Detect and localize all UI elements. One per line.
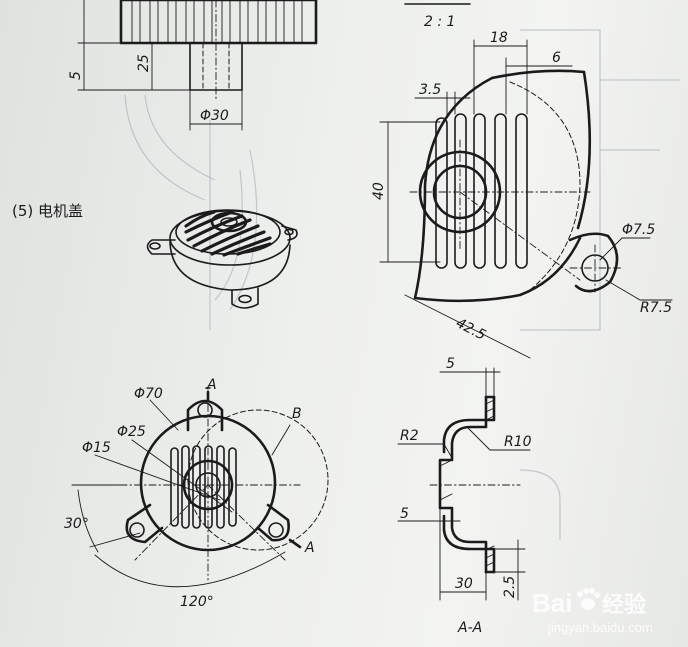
watermark-brand: Bai xyxy=(532,588,572,618)
dim-phi70: Φ70 xyxy=(134,386,163,402)
dim-120-degree: 120° xyxy=(180,594,214,610)
dim-3-5: 3.5 xyxy=(419,82,441,98)
dim-phi7-5: Φ7.5 xyxy=(622,222,655,238)
dim-r2: R2 xyxy=(400,428,419,444)
dim-5-thickness-bottom: 5 xyxy=(400,506,409,522)
dim-5-thickness-top: 5 xyxy=(446,356,455,372)
detail-letter-b: B xyxy=(292,406,302,422)
section-heading: (5) 电机盖 xyxy=(12,202,83,220)
dim-30-width: 30 xyxy=(455,576,473,592)
front-view xyxy=(71,387,329,588)
dim-2-5: 2.5 xyxy=(502,576,518,598)
dim-phi25: Φ25 xyxy=(117,424,146,440)
dim-phi30-shaft: Φ30 xyxy=(200,108,229,124)
ghost-lines xyxy=(124,29,680,540)
dim-40: 40 xyxy=(371,182,387,200)
dim-42-5: 42.5 xyxy=(453,315,488,343)
baidu-watermark: Bai 经验 jingyan.baidu.com xyxy=(532,588,653,635)
scale-label: 2 : 1 xyxy=(424,14,455,30)
cut-letter-top: A xyxy=(206,377,217,393)
dim-r10: R10 xyxy=(504,434,532,450)
cut-letter-bottom: A xyxy=(304,540,315,556)
dim-25-shaft: 25 xyxy=(136,54,152,72)
dim-18: 18 xyxy=(490,30,508,46)
detail-view-b xyxy=(379,39,673,359)
dim-5-shaft: 5 xyxy=(68,71,84,80)
dim-r7-5: R7.5 xyxy=(640,300,672,316)
isometric-motor-cover xyxy=(146,209,298,309)
watermark-url: jingyan.baidu.com xyxy=(547,620,653,635)
watermark-brand-suffix: 经验 xyxy=(602,592,646,617)
section-view-label: A-A xyxy=(457,620,482,636)
dim-30-degree: 30° xyxy=(64,516,89,532)
dim-phi15: Φ15 xyxy=(82,440,111,456)
dim-6: 6 xyxy=(552,50,561,66)
shaft-partial-view xyxy=(77,0,318,131)
paw-icon xyxy=(577,588,600,610)
section-view-a-a xyxy=(397,367,531,601)
